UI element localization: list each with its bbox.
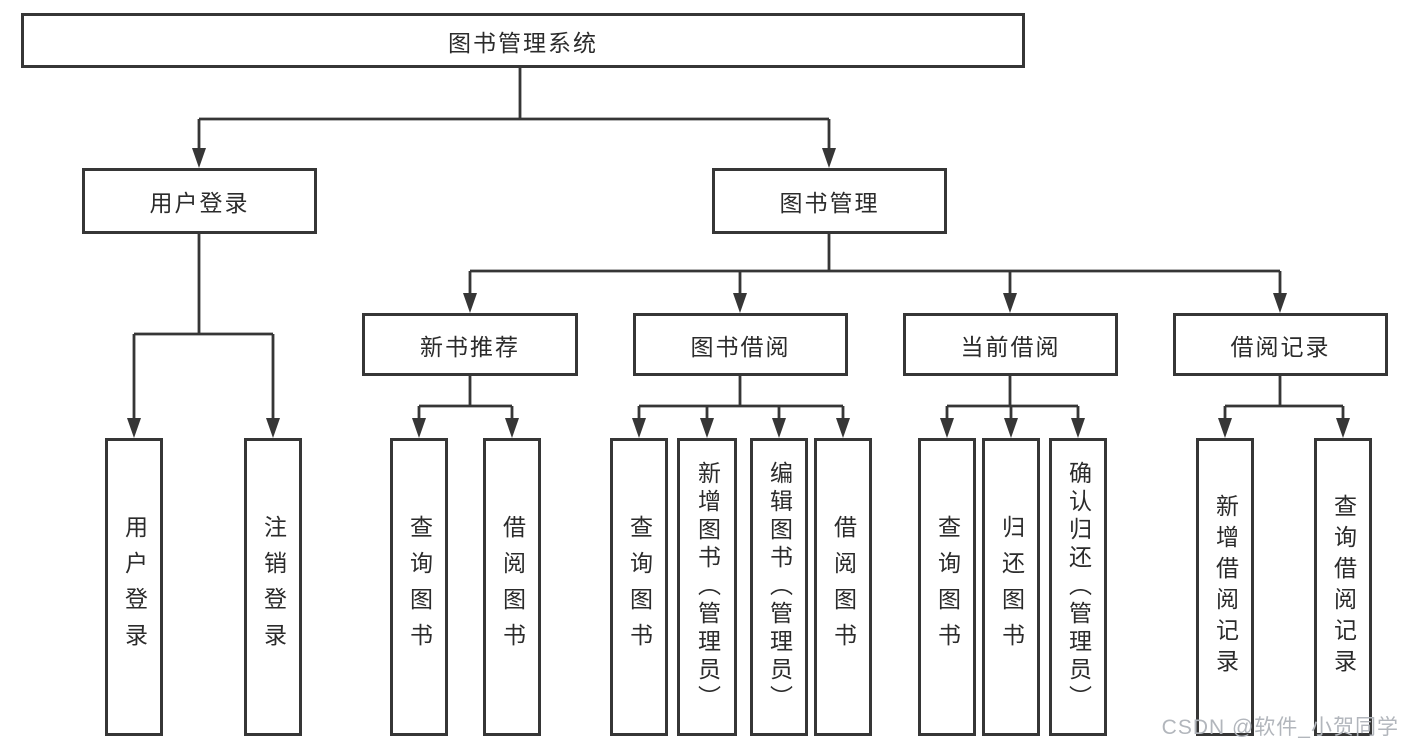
leaf-current-query-books: 查询图书 xyxy=(918,438,976,736)
leaf-current-return-books-label: 归还图书 xyxy=(998,515,1025,659)
leaf-newrec-borrow-books: 借阅图书 xyxy=(483,438,541,736)
node-new-book-recommend-label: 新书推荐 xyxy=(420,333,520,360)
leaf-borrow-edit-books-admin-label: 编辑图书（管理员） xyxy=(766,461,793,713)
leaf-user-login: 用户登录 xyxy=(105,438,163,736)
leaf-current-confirm-return-admin-label: 确认归还（管理员） xyxy=(1065,461,1092,713)
leaf-records-add-record-label: 新增借阅记录 xyxy=(1212,494,1239,680)
arrowhead-icons xyxy=(127,148,1350,438)
leaf-logout-login-label: 注销登录 xyxy=(260,515,287,659)
node-user-login: 用户登录 xyxy=(82,168,317,234)
node-book-management: 图书管理 xyxy=(712,168,947,234)
node-root-label: 图书管理系统 xyxy=(448,29,598,56)
leaf-records-add-record: 新增借阅记录 xyxy=(1196,438,1254,736)
leaf-records-query-record-label: 查询借阅记录 xyxy=(1330,494,1357,680)
leaf-borrow-edit-books-admin: 编辑图书（管理员） xyxy=(750,438,808,736)
leaf-borrow-query-books-label: 查询图书 xyxy=(626,515,653,659)
leaf-newrec-query-books-label: 查询图书 xyxy=(406,515,433,659)
leaf-newrec-query-books: 查询图书 xyxy=(390,438,448,736)
node-borrowing-records: 借阅记录 xyxy=(1173,313,1388,376)
node-book-borrowing: 图书借阅 xyxy=(633,313,848,376)
node-book-management-label: 图书管理 xyxy=(779,190,880,216)
leaf-borrow-add-books-admin: 新增图书（管理员） xyxy=(677,438,737,736)
node-new-book-recommend: 新书推荐 xyxy=(362,313,578,376)
leaf-records-query-record: 查询借阅记录 xyxy=(1314,438,1372,736)
leaf-borrow-borrow-books: 借阅图书 xyxy=(814,438,872,736)
leaf-newrec-borrow-books-label: 借阅图书 xyxy=(499,515,526,659)
leaf-borrow-add-books-admin-label: 新增图书（管理员） xyxy=(694,461,721,713)
leaf-logout-login: 注销登录 xyxy=(244,438,302,736)
node-current-borrowing: 当前借阅 xyxy=(903,313,1118,376)
node-book-borrowing-label: 图书借阅 xyxy=(690,333,791,360)
node-borrowing-records-label: 借阅记录 xyxy=(1230,333,1331,360)
node-current-borrowing-label: 当前借阅 xyxy=(960,333,1061,360)
leaf-current-return-books: 归还图书 xyxy=(982,438,1040,736)
node-user-login-label: 用户登录 xyxy=(149,190,250,216)
leaf-current-confirm-return-admin: 确认归还（管理员） xyxy=(1049,438,1107,736)
leaf-user-login-label: 用户登录 xyxy=(121,515,148,659)
leaf-current-query-books-label: 查询图书 xyxy=(934,515,961,659)
csdn-watermark: CSDN @软件_小贺同学 xyxy=(1161,716,1399,739)
node-root: 图书管理系统 xyxy=(21,13,1025,68)
leaf-borrow-borrow-books-label: 借阅图书 xyxy=(830,515,857,659)
leaf-borrow-query-books: 查询图书 xyxy=(610,438,668,736)
